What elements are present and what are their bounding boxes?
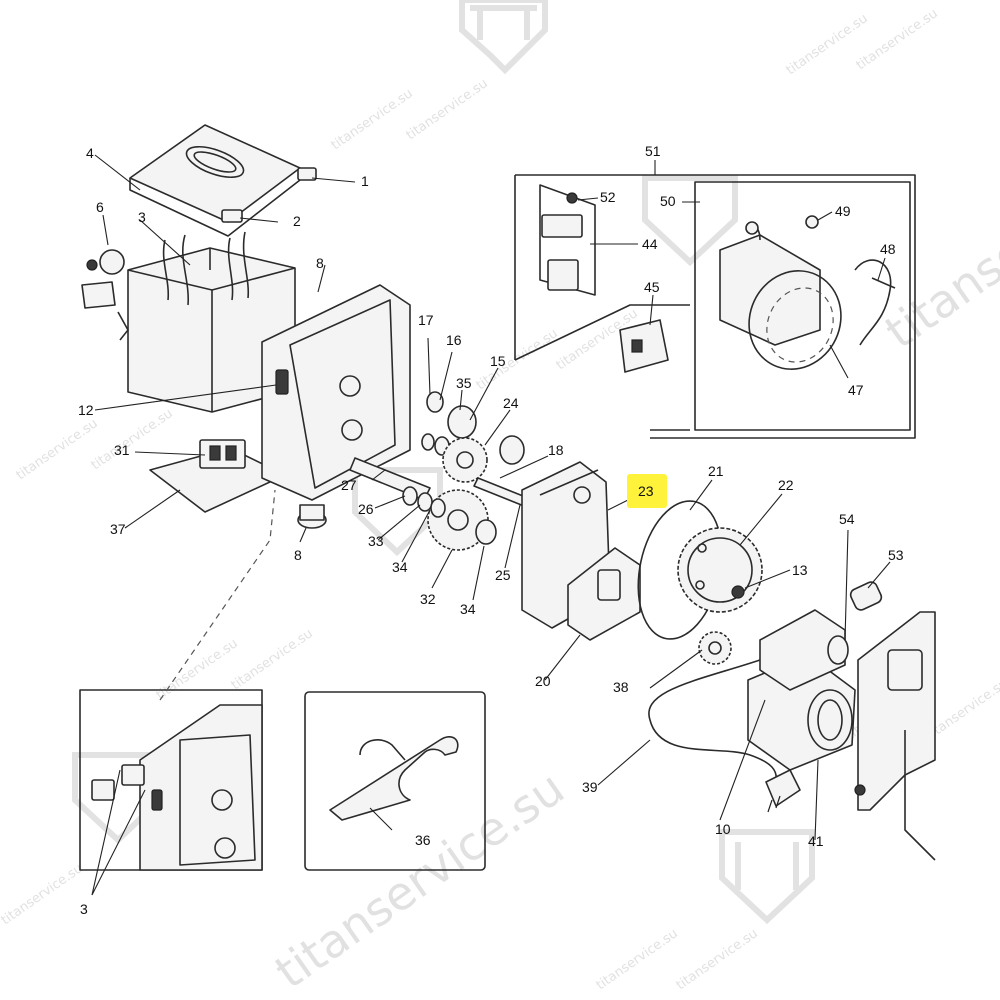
callout-54: 54 — [839, 511, 855, 527]
callout-8-foot: 8 — [294, 547, 302, 563]
watermark-text: titanservice.su — [674, 926, 761, 993]
inset-box-switch — [79, 489, 276, 871]
callout-35: 35 — [456, 375, 472, 391]
watermark-text: titanservice.su — [329, 86, 416, 153]
callout-36: 36 — [415, 832, 431, 848]
watermark-logo-bottom-right — [719, 829, 815, 925]
leader-lines — [91, 154, 891, 896]
watermark-logo-left-bottom — [72, 752, 163, 845]
watermark-text: titanservice.su — [594, 926, 681, 993]
watermark-text-large: titanservice.su — [875, 120, 1000, 359]
callout-labels: 1 2 3 4 6 8 8 10 12 13 15 16 17 18 20 21… — [78, 143, 904, 917]
front-frame — [854, 611, 936, 861]
callout-4: 4 — [86, 145, 94, 161]
belt-and-pulley — [637, 500, 763, 665]
watermark-text: titanservice.su — [14, 416, 101, 483]
callout-27: 27 — [341, 477, 357, 493]
watermark-text: titanservice.su — [404, 76, 491, 143]
callout-37: 37 — [110, 521, 126, 537]
callout-13: 13 — [792, 562, 808, 578]
callout-12: 12 — [78, 402, 94, 418]
callout-41: 41 — [808, 833, 824, 849]
callout-16: 16 — [446, 332, 462, 348]
watermark-text: titanservice.su — [89, 406, 176, 473]
gearbox-housing — [261, 284, 411, 529]
watermark-text: titanservice.su — [229, 626, 316, 693]
inset-box-51 — [514, 174, 916, 439]
callout-39: 39 — [582, 779, 598, 795]
callout-51: 51 — [645, 143, 661, 159]
watermark-text: titanservice.su — [854, 6, 941, 73]
callout-17: 17 — [418, 312, 434, 328]
watermark-text: titanservice.su — [154, 636, 241, 703]
callout-23: 23 — [638, 483, 654, 499]
callout-47: 47 — [848, 382, 864, 398]
callout-34-right: 34 — [460, 601, 476, 617]
callout-52: 52 — [600, 189, 616, 205]
callout-18: 18 — [548, 442, 564, 458]
inset-box-wrench — [304, 691, 486, 871]
callout-25: 25 — [495, 567, 511, 583]
callout-3: 3 — [138, 209, 146, 225]
callout-3-inset: 3 — [80, 901, 88, 917]
gear-train — [349, 391, 529, 551]
callout-45: 45 — [644, 279, 660, 295]
callout-44: 44 — [642, 236, 658, 252]
watermark-logo-right-box — [642, 175, 738, 267]
callout-24: 24 — [503, 395, 519, 411]
watermark-text: titanservice.su — [0, 861, 86, 928]
callout-21: 21 — [708, 463, 724, 479]
callout-50: 50 — [660, 193, 676, 209]
switch-housing-assembly — [81, 124, 317, 513]
callout-53: 53 — [888, 547, 904, 563]
callout-22: 22 — [778, 477, 794, 493]
callout-10: 10 — [715, 821, 731, 837]
callout-20: 20 — [535, 673, 551, 689]
callout-38: 38 — [613, 679, 629, 695]
callout-highlight — [627, 474, 667, 508]
callout-15: 15 — [490, 353, 506, 369]
callout-26: 26 — [358, 501, 374, 517]
callout-6: 6 — [96, 199, 104, 215]
callout-48: 48 — [880, 241, 896, 257]
watermark-text-large: titanservice.su — [265, 760, 573, 999]
callout-1: 1 — [361, 173, 369, 189]
callout-2: 2 — [293, 213, 301, 229]
callout-33: 33 — [368, 533, 384, 549]
guard-plate-assembly — [521, 461, 641, 641]
callout-32: 32 — [420, 591, 436, 607]
motor-assembly — [648, 581, 883, 813]
callout-49: 49 — [835, 203, 851, 219]
callout-8: 8 — [316, 255, 324, 271]
watermark-logo-top — [459, 0, 548, 75]
callout-31: 31 — [114, 442, 130, 458]
callout-34-left: 34 — [392, 559, 408, 575]
